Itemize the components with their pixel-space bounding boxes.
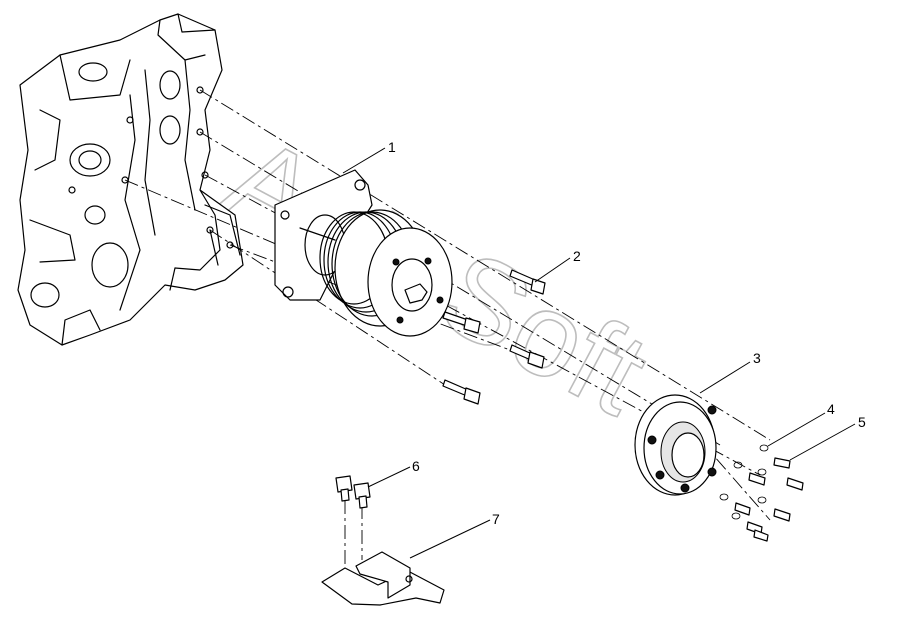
bracket [321,551,445,606]
callout-5: 5 [789,414,866,461]
bolt [509,344,545,369]
bolt [442,311,481,334]
bolt-set-5 [734,457,804,542]
callout-3: 3 [699,350,761,394]
callout-label-1: 1 [388,139,396,155]
engine-block [17,13,244,346]
bolt-set-6 [335,475,371,509]
callout-7: 7 [409,511,500,559]
bolt-set-2 [442,269,546,405]
callout-label-4: 4 [827,401,835,417]
callout-label-6: 6 [412,458,420,474]
callout-label-3: 3 [753,350,761,366]
callout-1: 1 [342,139,396,174]
callout-label-2: 2 [573,248,581,264]
bolt [509,269,546,295]
callout-6: 6 [367,458,420,488]
callout-label-5: 5 [858,414,866,430]
bolt [442,379,481,405]
callout-label-7: 7 [492,511,500,527]
water-pump-assembly [274,169,453,337]
damper-flange [634,394,717,496]
callout-4: 4 [767,401,835,447]
washer-set-4 [719,444,769,520]
callout-2: 2 [534,248,581,283]
